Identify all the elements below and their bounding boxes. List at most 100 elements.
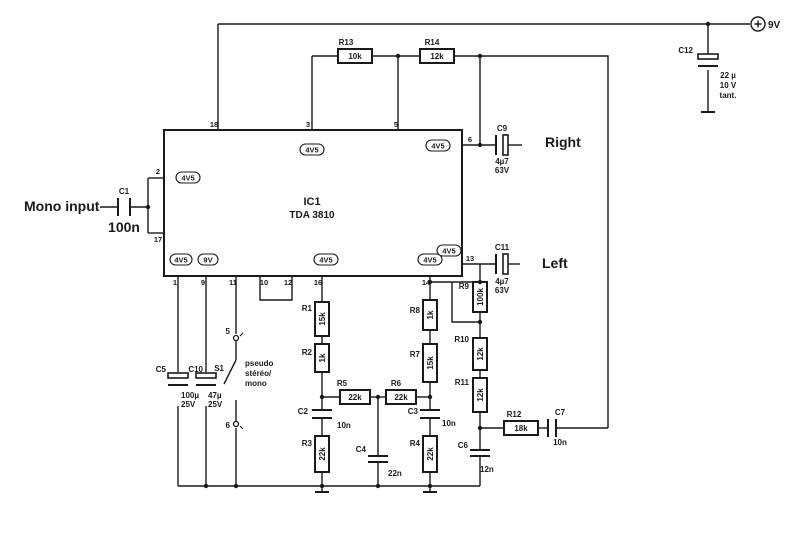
c4-value: 22n (388, 469, 402, 478)
pin-17: 17 (154, 235, 162, 244)
capacitor-c1 (117, 198, 131, 216)
r13-name: R13 (339, 38, 354, 47)
c5-value2: 25V (181, 400, 196, 409)
r4-value: 22k (426, 447, 435, 461)
supply-label: 9V (768, 20, 781, 31)
capacitor-c11 (495, 253, 509, 275)
c11-name: C11 (495, 243, 510, 252)
c6-value: 12n (480, 465, 494, 474)
c9-name: C9 (497, 124, 508, 133)
svg-text:4V5: 4V5 (305, 146, 318, 155)
c10-name: C10 (188, 365, 203, 374)
wires (100, 23, 750, 493)
s1-pos-a: 5 (226, 327, 231, 336)
svg-text:4V5: 4V5 (319, 256, 332, 265)
pin-5: 5 (394, 120, 398, 129)
capacitor-c10 (195, 372, 217, 386)
r6-value: 22k (394, 393, 408, 402)
c9-value2: 63V (495, 166, 510, 175)
capacitor-c4 (368, 455, 388, 463)
c6-name: C6 (458, 441, 469, 450)
s1-label-line3: mono (245, 379, 267, 388)
r1-name: R1 (302, 304, 313, 313)
resistor-r6 (385, 389, 417, 405)
pin-10: 10 (260, 278, 268, 287)
svg-text:4V5: 4V5 (442, 247, 455, 256)
ic1-type: TDA 3810 (289, 210, 335, 221)
r8-value: 1k (426, 310, 435, 319)
r11-value: 12k (476, 388, 485, 402)
s1-name: S1 (214, 364, 224, 373)
voltage-tag-pin9: 9V (197, 253, 219, 266)
mono-input-label: Mono input (24, 198, 100, 214)
capacitor-c9 (495, 134, 509, 156)
resistor-r14 (419, 48, 455, 64)
r11-name: R11 (455, 378, 470, 387)
r5-name: R5 (337, 379, 348, 388)
voltage-tag-pin1: 4V5 (169, 253, 193, 266)
right-output-label: Right (545, 134, 581, 150)
junction-dots (145, 21, 711, 489)
r7-name: R7 (410, 350, 421, 359)
s1-pos-b: 6 (226, 421, 231, 430)
capacitor-c2 (312, 409, 332, 419)
c3-name: C3 (408, 407, 419, 416)
resistor-r13 (337, 48, 373, 64)
r12-name: R12 (507, 410, 522, 419)
s1-label-line1: pseudo (245, 359, 274, 368)
r3-value: 22k (318, 447, 327, 461)
r5-value: 22k (348, 393, 362, 402)
c11-value1: 4µ7 (495, 277, 509, 286)
r2-name: R2 (302, 348, 313, 357)
resistor-r2 (314, 343, 330, 373)
voltage-tag-pin6: 4V5 (425, 139, 451, 152)
svg-text:4V5: 4V5 (181, 174, 194, 183)
capacitor-c3 (420, 409, 440, 419)
voltage-tag-pin16: 4V5 (313, 253, 339, 266)
pin-6: 6 (468, 135, 472, 144)
pin-11: 11 (229, 278, 237, 287)
r14-name: R14 (425, 38, 440, 47)
c12-name: C12 (678, 46, 693, 55)
c12-value1: 22 µ (720, 71, 736, 80)
c4-name: C4 (356, 445, 367, 454)
capacitor-c7 (547, 419, 557, 437)
switch-s1 (223, 332, 244, 430)
capacitor-c6 (470, 449, 490, 457)
ic1-name: IC1 (303, 196, 320, 208)
c10-value2: 25V (208, 400, 223, 409)
r3-name: R3 (302, 439, 313, 448)
r2-value: 1k (318, 353, 327, 362)
resistor-r12 (503, 420, 539, 436)
r7-value: 15k (426, 356, 435, 370)
capacitor-c5 (167, 372, 189, 386)
c2-value: 10n (337, 421, 351, 430)
resistor-r3 (314, 435, 330, 473)
c10-value1: 47µ (208, 391, 222, 400)
pin-2: 2 (156, 167, 160, 176)
c5-name: C5 (156, 365, 167, 374)
c3-value: 10n (442, 419, 456, 428)
pin-18: 18 (210, 120, 218, 129)
c5-value1: 100µ (181, 391, 199, 400)
voltage-tag-pin3: 4V5 (299, 143, 325, 156)
c11-value2: 63V (495, 286, 510, 295)
c2-name: C2 (298, 407, 309, 416)
r8-name: R8 (410, 306, 421, 315)
resistor-r1 (314, 301, 330, 337)
c7-value: 10n (553, 438, 567, 447)
r6-name: R6 (391, 379, 402, 388)
r12-value: 18k (514, 424, 528, 433)
voltage-tag-pin13: 4V5 (436, 244, 462, 257)
pin-9: 9 (201, 278, 205, 287)
pin-1: 1 (173, 278, 177, 287)
r4-name: R4 (410, 439, 421, 448)
s1-label-line2: stéréo/ (245, 369, 272, 378)
r10-name: R10 (454, 335, 469, 344)
c12-value2: 10 V (720, 81, 737, 90)
svg-text:4V5: 4V5 (423, 256, 436, 265)
resistor-r5 (339, 389, 371, 405)
supply-plus-icon (754, 20, 762, 28)
svg-text:4V5: 4V5 (174, 256, 187, 265)
